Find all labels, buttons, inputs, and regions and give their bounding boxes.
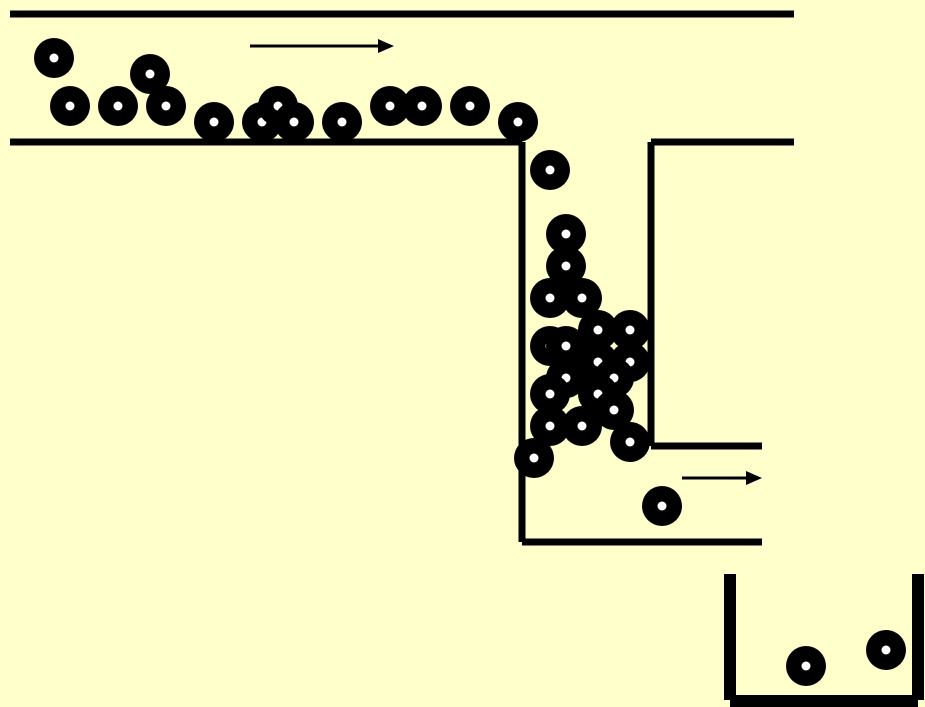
particle [402, 86, 442, 126]
particle-center [626, 438, 635, 447]
particle-center [146, 70, 155, 79]
particle [530, 150, 570, 190]
particle [642, 486, 682, 526]
particle-center [530, 454, 539, 463]
particle [562, 406, 602, 446]
particle [514, 438, 554, 478]
particle-center [514, 118, 523, 127]
particle [50, 86, 90, 126]
particle-center [802, 662, 811, 671]
particle [322, 102, 362, 142]
particle-center [338, 118, 347, 127]
particle-center [546, 294, 555, 303]
particle-center [658, 502, 667, 511]
particle [146, 86, 186, 126]
particle-center [626, 326, 635, 335]
particle-center [210, 118, 219, 127]
particle-center [562, 230, 571, 239]
particle-center [578, 294, 587, 303]
particle-center [882, 646, 891, 655]
particle-center [562, 342, 571, 351]
particle-center [114, 102, 123, 111]
particle-center [610, 406, 619, 415]
particle-center [386, 102, 395, 111]
particle [34, 38, 74, 78]
particle-center [66, 102, 75, 111]
particle-center [562, 262, 571, 271]
particle [786, 646, 826, 686]
particle-center [546, 422, 555, 431]
particle [274, 102, 314, 142]
particle-center [546, 390, 555, 399]
particle-center [594, 326, 603, 335]
particle-center [418, 102, 427, 111]
particle-center [50, 54, 59, 63]
particle [610, 422, 650, 462]
particle-center [466, 102, 475, 111]
particle [194, 102, 234, 142]
particle-center [578, 422, 587, 431]
particle [866, 630, 906, 670]
particle [450, 86, 490, 126]
particle-center [546, 166, 555, 175]
particle [98, 86, 138, 126]
particle [498, 102, 538, 142]
particle-center [290, 118, 299, 127]
particle-center [162, 102, 171, 111]
